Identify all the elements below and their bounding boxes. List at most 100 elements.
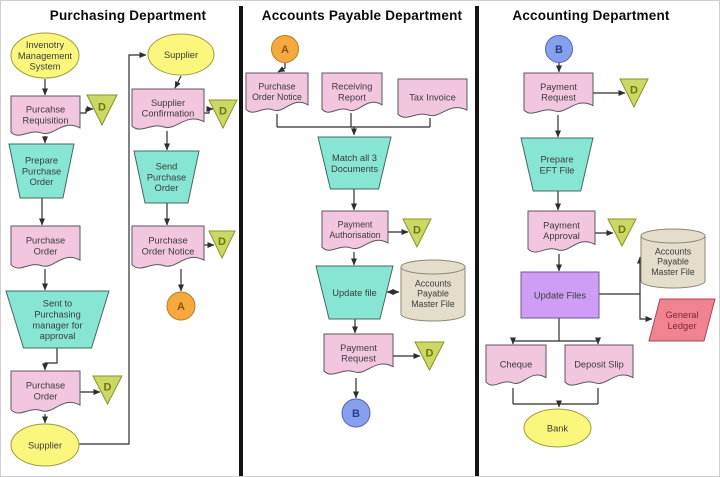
edge-updatefiles-to-db xyxy=(599,256,643,295)
node-send-purchase-order-label: Order xyxy=(155,183,179,193)
node-tax-invoice: Tax Invoice xyxy=(397,78,468,118)
node-d-file-5: D xyxy=(402,218,432,249)
node-sent-to-purchasing-manager-label: manager for xyxy=(32,320,82,330)
node-update-file-label: Update file xyxy=(332,288,376,298)
node-d-file-2-label: D xyxy=(104,382,112,394)
node-connector-b-2: B xyxy=(545,35,573,63)
node-sent-to-purchasing-manager-label: Purchasing xyxy=(34,309,81,319)
node-payment-approval-label: Payment xyxy=(543,220,580,230)
node-tax-invoice-label: Tax Invoice xyxy=(409,92,456,102)
edge-updatefiles-to-ledger xyxy=(639,294,653,322)
node-purchase-requisition-label: Requisition xyxy=(23,115,69,125)
node-d-file-6: D xyxy=(414,341,445,372)
node-supplier-confirmation-label: Supplier xyxy=(151,98,185,108)
node-prepare-eft-file-label: Prepare xyxy=(540,154,573,164)
edge-requisition-to-d1 xyxy=(80,106,94,114)
node-payment-approval-label: Approval xyxy=(543,231,580,241)
node-purchase-order-notice-1-label: Purchase xyxy=(148,236,187,246)
node-match-all-3-documents-label: Documents xyxy=(331,164,378,174)
edge-sent-to-po2 xyxy=(42,348,58,371)
node-sent-to-purchasing-manager-label: approval xyxy=(40,331,76,341)
node-payment-request-1-label: Payment xyxy=(340,343,377,353)
node-general-ledger-label: General xyxy=(665,310,698,320)
node-d-file-7: D xyxy=(619,78,649,109)
node-purchase-order-notice-2-label: Order Notice xyxy=(252,92,302,102)
node-purchase-order-1-label: Purchase xyxy=(26,236,65,246)
node-purchase-requisition-label: Purcahse xyxy=(26,104,65,114)
edge-a2-to-notice2 xyxy=(277,63,286,73)
node-bank-label: Bank xyxy=(547,423,569,433)
edge-supplier-loop xyxy=(79,52,147,445)
node-connector-a-2-label: A xyxy=(281,44,289,56)
node-prepare-purchase-order-label: Order xyxy=(30,177,54,187)
node-prepare-purchase-order-label: Purchase xyxy=(22,166,61,176)
node-sent-to-purchasing-manager-label: Sent to xyxy=(43,298,72,308)
node-accounts-payable-master-file-2-label: Payable xyxy=(657,257,689,267)
node-d-file-4-label: D xyxy=(218,236,226,248)
node-d-file-1-label: D xyxy=(98,101,106,113)
edge-suppliertop-to-confirmation xyxy=(174,75,182,89)
node-accounts-payable-master-file-1-label: Master File xyxy=(411,299,455,309)
node-accounts-payable-master-file-1-label: Payable xyxy=(417,289,449,299)
node-d-file-3: D xyxy=(208,99,238,130)
node-payment-authorisation-label: Payment xyxy=(338,219,373,229)
node-inventory-management-system-label: System xyxy=(30,62,61,72)
node-connector-b-2-label: B xyxy=(555,44,563,56)
node-supplier-top-label: Supplier xyxy=(164,50,198,60)
node-accounts-payable-master-file-2-label: Accounts xyxy=(655,246,692,256)
column-divider-1 xyxy=(239,6,243,476)
node-inventory-management-system-label: Management xyxy=(18,51,73,61)
node-d-file-6-label: D xyxy=(426,348,434,360)
node-supplier-top: Supplier xyxy=(147,33,215,76)
node-supplier-bottom-label: Supplier xyxy=(28,440,62,450)
node-d-file-3-label: D xyxy=(219,106,227,118)
node-cheque-label: Cheque xyxy=(500,359,533,369)
node-deposit-slip-label: Deposit Slip xyxy=(574,359,624,369)
node-prepare-eft-file-label: EFT File xyxy=(540,165,575,175)
node-purchase-order-1-label: Order xyxy=(34,247,58,257)
node-inventory-management-system-label: Invenotry xyxy=(26,40,65,50)
node-d-file-7-label: D xyxy=(630,85,638,97)
node-d-file-1: D xyxy=(86,94,118,127)
column-divider-2 xyxy=(475,6,479,476)
node-match-all-3-documents-label: Match all 3 xyxy=(332,153,377,163)
node-send-purchase-order-label: Purchase xyxy=(147,172,186,182)
node-d-file-5-label: D xyxy=(413,225,421,237)
node-update-file: Update file xyxy=(315,265,394,320)
dept-title-purchasing: Purchasing Department xyxy=(49,8,207,23)
node-receiving-report-label: Report xyxy=(338,92,366,102)
dept-title-accounting: Accounting Department xyxy=(512,8,670,23)
node-payment-request-2-label: Request xyxy=(541,93,576,103)
node-update-files-label: Update Files xyxy=(534,290,587,300)
node-connector-a-1-label: A xyxy=(177,301,185,313)
node-receiving-report-label: Receiving xyxy=(332,81,373,91)
node-purchase-order-notice-2-label: Purchase xyxy=(258,81,295,91)
node-cheque: Cheque xyxy=(485,344,547,386)
node-accounts-payable-master-file-1-label: Accounts xyxy=(415,278,452,288)
node-payment-authorisation-label: Authorisation xyxy=(329,230,380,240)
node-deposit-slip: Deposit Slip xyxy=(564,344,634,386)
node-purchase-order-notice-1-label: Order Notice xyxy=(142,247,195,257)
node-d-file-8: D xyxy=(607,218,637,248)
node-update-files: Update Files xyxy=(520,271,600,319)
